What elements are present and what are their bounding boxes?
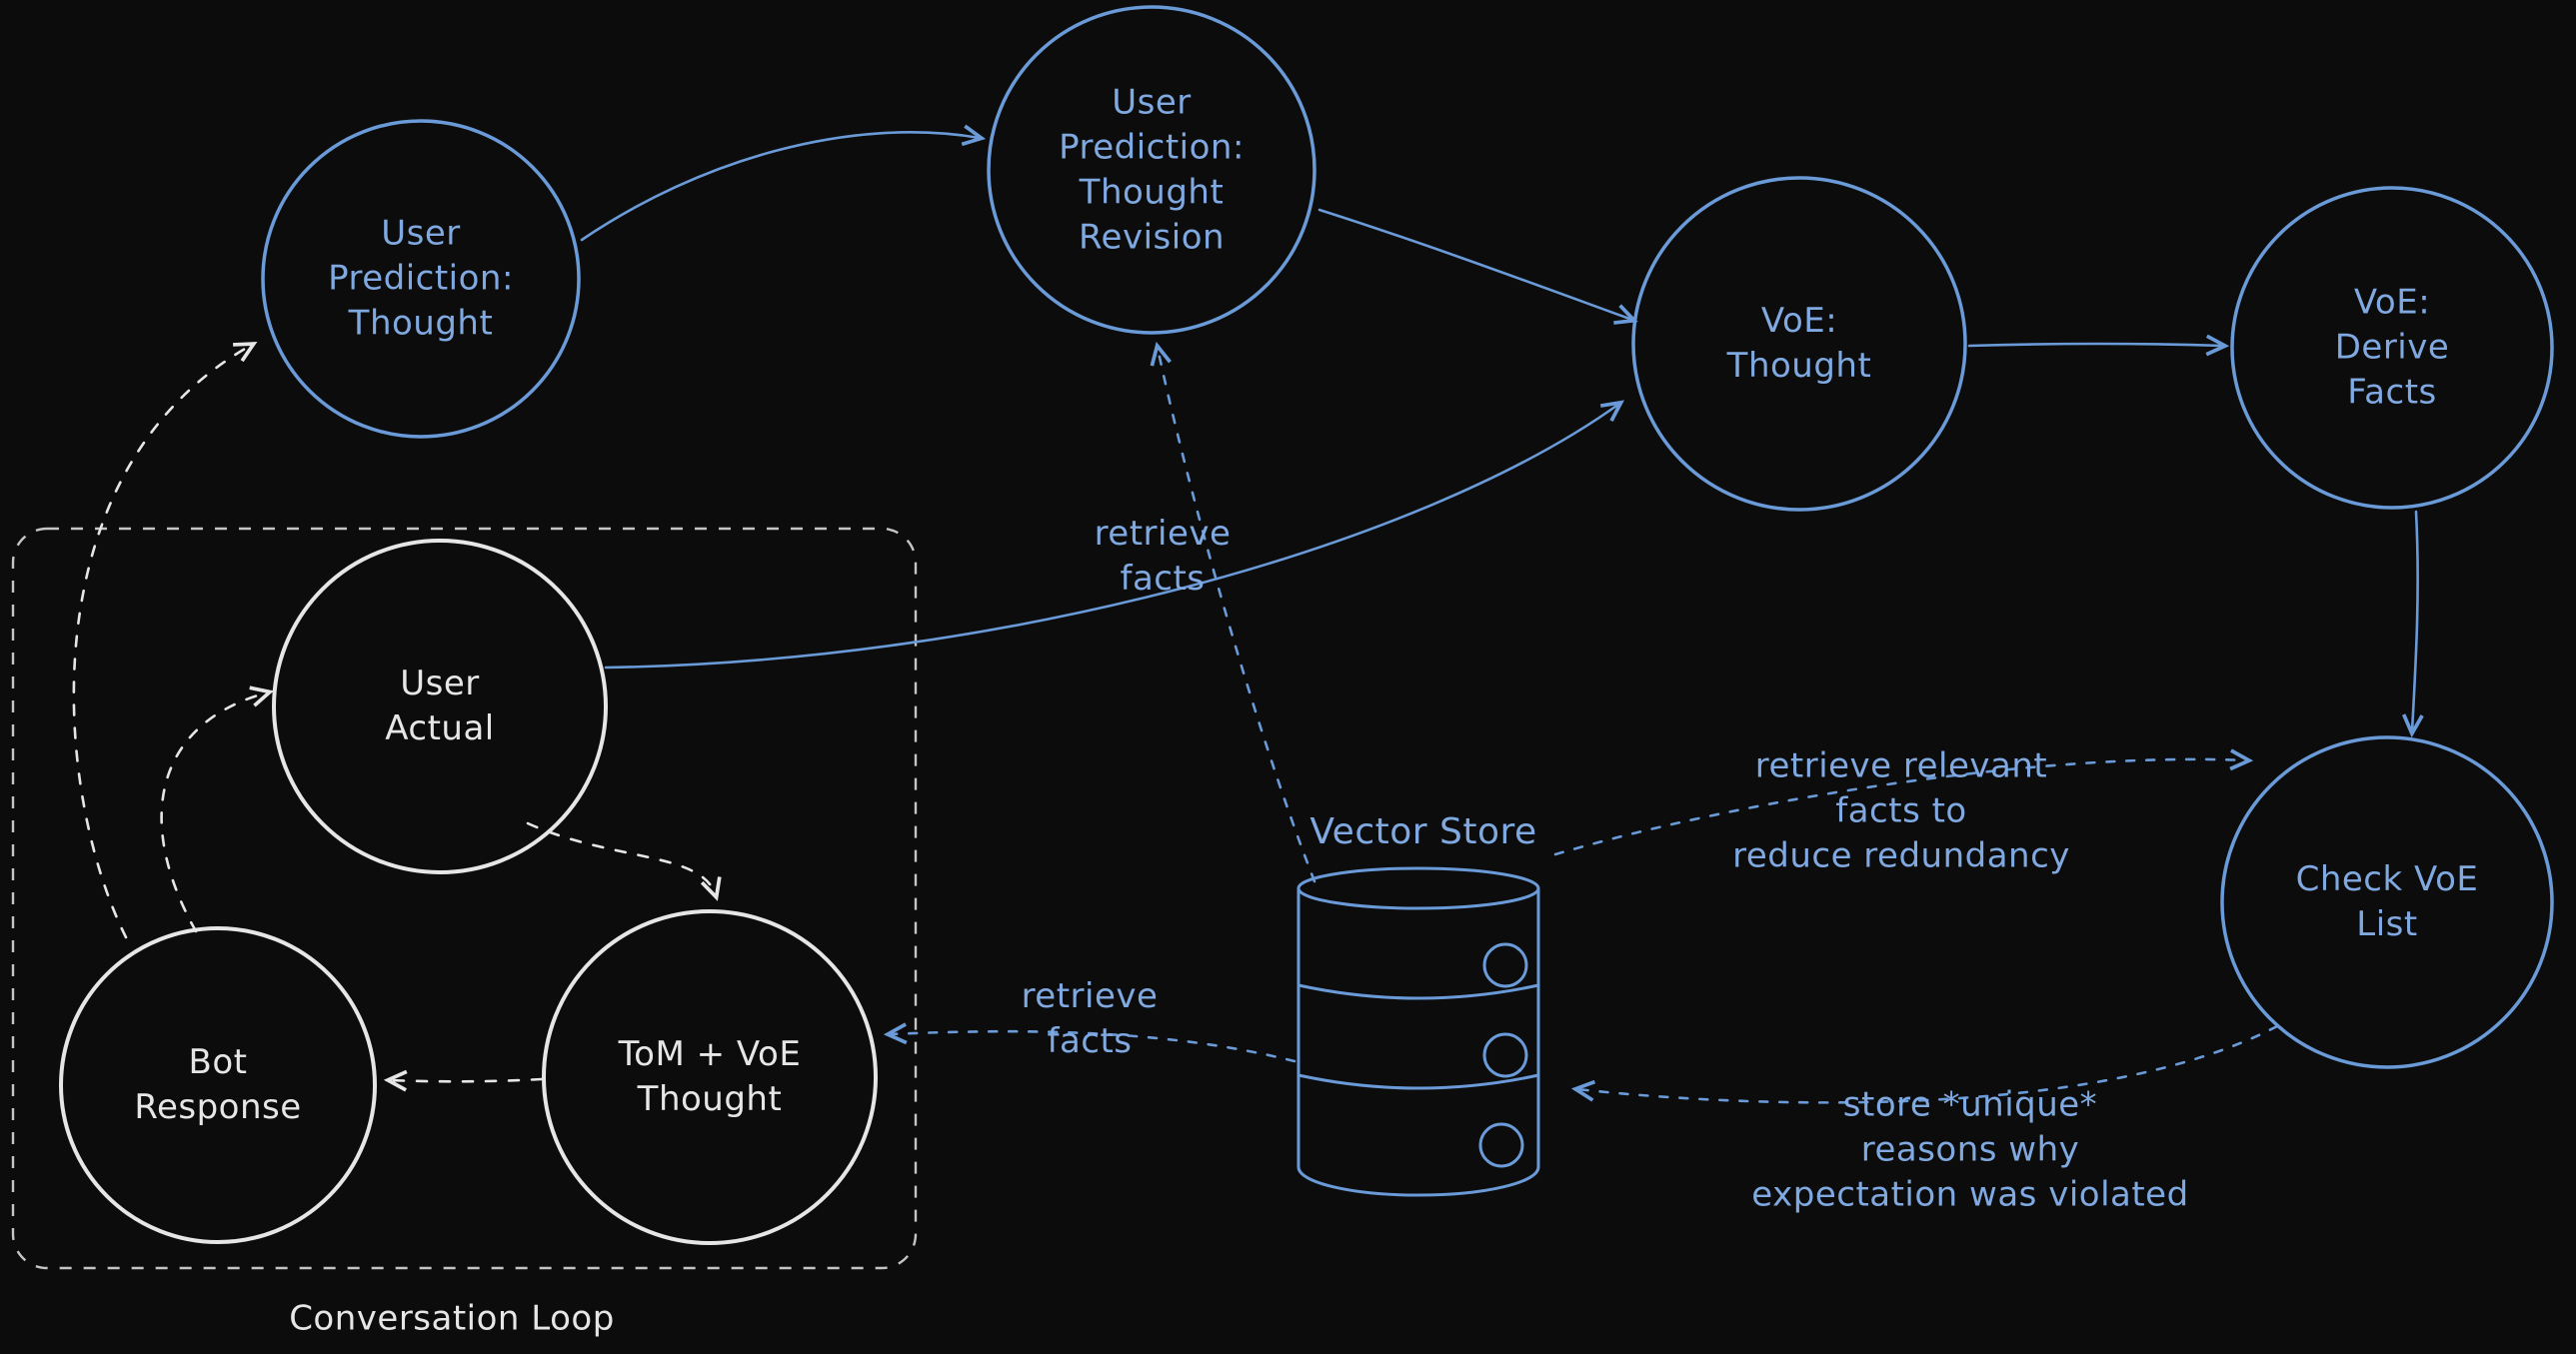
label-retrieve-facts-top: retrieve facts bbox=[1094, 514, 1232, 599]
label-user-actual: User Actual bbox=[385, 664, 495, 748]
node-user-prediction-thought-revision bbox=[987, 5, 1316, 335]
label-bot-response: Bot Response bbox=[134, 1042, 302, 1127]
edge-user-actual-to-voe-thought bbox=[604, 400, 1625, 670]
label-user-prediction-thought: User Prediction: Thought bbox=[328, 213, 514, 344]
disk-dot-1 bbox=[1482, 942, 1528, 988]
conversation-loop-boundary bbox=[11, 527, 918, 1270]
edge-store-to-revision bbox=[1150, 341, 1316, 883]
label-conversation-loop: Conversation Loop bbox=[289, 1298, 615, 1339]
label-tom-voe-thought: ToM + VoE Thought bbox=[618, 1034, 802, 1119]
label-user-prediction-thought-revision: User Prediction: Thought Revision bbox=[1059, 82, 1245, 257]
edge-voe-thought-to-derive-facts bbox=[1967, 334, 2230, 357]
vector-store-database-icon bbox=[1296, 866, 1540, 1197]
label-retrieve-relevant-facts: retrieve relevant facts to reduce redund… bbox=[1732, 745, 2070, 876]
node-user-prediction-thought bbox=[261, 119, 581, 439]
node-check-voe-list bbox=[2220, 735, 2554, 1069]
label-check-voe-list: Check VoE List bbox=[2295, 859, 2479, 944]
edge-check-list-to-store bbox=[1570, 1024, 2279, 1104]
node-tom-voe-thought bbox=[542, 909, 878, 1245]
node-user-actual bbox=[272, 539, 608, 874]
disk-dot-2 bbox=[1482, 1032, 1528, 1078]
label-voe-thought: VoE: Thought bbox=[1726, 301, 1872, 386]
edge-revision-to-voe-thought bbox=[1317, 208, 1638, 325]
label-store-unique-reasons: store *unique* reasons why expectation w… bbox=[1751, 1084, 2189, 1215]
edge-tom-to-bot-response bbox=[383, 1069, 544, 1092]
edge-user-actual-to-tom bbox=[526, 821, 722, 901]
edge-bot-response-to-user-actual bbox=[160, 685, 274, 933]
node-bot-response bbox=[59, 926, 377, 1244]
label-voe-derive-facts: VoE: Derive Facts bbox=[2334, 282, 2450, 413]
node-voe-derive-facts bbox=[2230, 186, 2554, 510]
edge-prediction-to-revision bbox=[580, 124, 987, 242]
label-vector-store: Vector Store bbox=[1309, 811, 1537, 853]
edge-derive-facts-to-check-list bbox=[2401, 510, 2424, 738]
edge-bot-response-to-prediction bbox=[72, 341, 258, 939]
disk-dot-3 bbox=[1478, 1122, 1524, 1168]
label-retrieve-facts-left: retrieve facts bbox=[1021, 976, 1159, 1061]
node-voe-thought bbox=[1631, 176, 1967, 512]
